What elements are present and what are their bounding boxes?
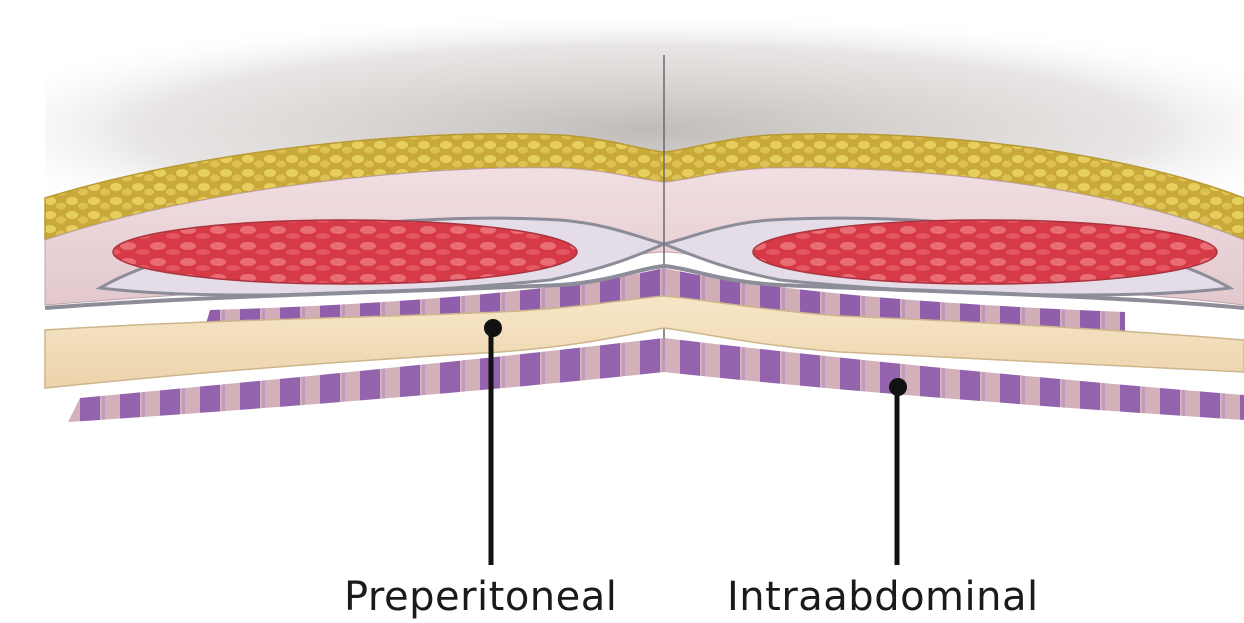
rectus-muscle-right [753,220,1217,284]
preperitoneal-label: Preperitoneal [344,574,617,620]
rectus-muscle-left [113,220,577,284]
intraabdominal-pointer-dot [889,378,907,396]
preperitoneal-pointer-dot [484,319,502,337]
intraabdominal-label: Intraabdominal [727,574,1039,620]
